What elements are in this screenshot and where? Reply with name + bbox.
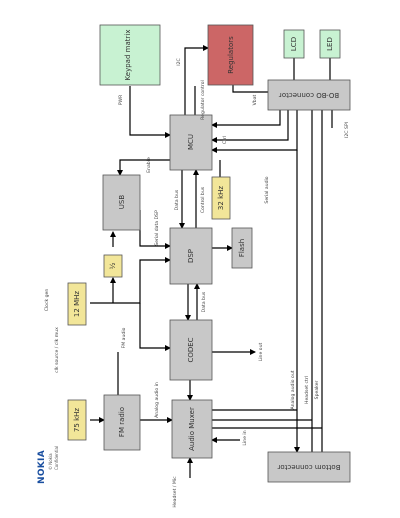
keypad-to-mcu-line <box>129 86 171 138</box>
copyright-line-1: © Nokia <box>48 453 53 470</box>
label-clk-note: clk source / clk mux <box>54 327 60 373</box>
block-12mhz: 12 MHz <box>67 282 87 326</box>
audio-muxer-label: Audio Muxer <box>188 407 196 451</box>
keypad-label: Keypad matrix <box>124 30 132 81</box>
block-led: LED <box>319 29 341 59</box>
block-32khz: 32 kHz <box>211 176 231 220</box>
line-labels: PWR I2C Regulator control Vbat Ctrl I2C … <box>44 58 350 507</box>
label-analog-out: Analog audio out <box>290 370 296 409</box>
copyright-notes: © Nokia Confidential <box>48 446 59 470</box>
label-data-bus: Data bus <box>174 189 180 210</box>
block-flash: Flash <box>231 227 253 269</box>
half-label: ½ <box>109 262 117 269</box>
block-dsp: DSP <box>169 227 213 285</box>
block-usb: USB <box>102 174 141 231</box>
usb-label: USB <box>118 195 126 210</box>
connections <box>90 45 333 478</box>
label-clock-gen: Clock gen <box>44 289 50 312</box>
mcu-label: MCU <box>187 134 195 150</box>
mcu-to-regulators-line <box>184 45 209 115</box>
block-bottom-connector: Bottom connector <box>267 451 351 483</box>
label-i2c-spi: I2C SPI <box>344 122 350 138</box>
clk12-to-codec-line <box>139 303 171 351</box>
label-ctrl: Ctrl <box>222 136 228 144</box>
label-reg-control: Regulator control <box>200 80 206 120</box>
label-serial-audio: Serial audio <box>264 176 270 203</box>
label-line-in: Line in <box>242 430 248 445</box>
block-regulators: Regulators <box>207 24 254 86</box>
block-75khz: 75 kHz <box>67 399 87 441</box>
block-lcd: LCD <box>283 29 305 59</box>
label-serial-dsp: Serial data DSP <box>154 210 160 246</box>
bo-connector-label: BO-BO connector <box>279 91 339 99</box>
label-analog-in: Analog audio in <box>154 382 160 418</box>
codec-label: CODEC <box>187 337 195 362</box>
label-line-out: Line out <box>258 343 264 362</box>
label-data-bus-2: Data bus <box>201 291 207 312</box>
bottom-connector-label: Bottom connector <box>277 463 340 471</box>
clk12-label: 12 MHz <box>73 291 81 317</box>
regulators-label: Regulators <box>227 36 235 74</box>
block-bo-connector: BO-BO connector <box>267 79 351 111</box>
label-enable: Enable <box>146 157 152 173</box>
block-half: ½ <box>103 254 123 278</box>
nokia-logo: NOKIA <box>37 450 47 484</box>
flash-label: Flash <box>238 239 246 257</box>
mcu-to-usb-line <box>117 159 170 176</box>
label-vbat: Vbat <box>252 94 258 105</box>
logo-text: NOKIA <box>37 450 47 484</box>
block-mcu: MCU <box>169 114 213 171</box>
block-keypad: Keypad matrix <box>99 24 161 86</box>
dsp-label: DSP <box>187 249 195 263</box>
clk75-label: 75 kHz <box>73 408 81 432</box>
fm-radio-label: FM radio <box>118 407 126 437</box>
lcd-label: LCD <box>290 37 298 51</box>
bo-to-mcu-line-1 <box>211 110 281 128</box>
label-fm-audio: FM audio <box>121 327 127 348</box>
label-headset: Headset / Mic <box>172 476 178 508</box>
label-spk: Speaker <box>314 381 320 400</box>
label-pwr: PWR <box>118 94 124 105</box>
label-headset-ctrl: Headset ctrl <box>304 376 310 404</box>
label-control-bus: Control bus <box>200 186 206 213</box>
label-i2c: I2C <box>176 58 182 66</box>
led-label: LED <box>326 37 334 51</box>
block-fm-radio: FM radio <box>103 394 141 451</box>
clk32-label: 32 kHz <box>217 186 225 210</box>
copyright-line-2: Confidential <box>54 446 59 470</box>
clk12-to-dsp-line <box>90 257 171 304</box>
bo-to-mcu-line-2 <box>211 110 289 143</box>
block-audio-muxer: Audio Muxer <box>171 399 213 459</box>
block-codec: CODEC <box>169 319 213 381</box>
